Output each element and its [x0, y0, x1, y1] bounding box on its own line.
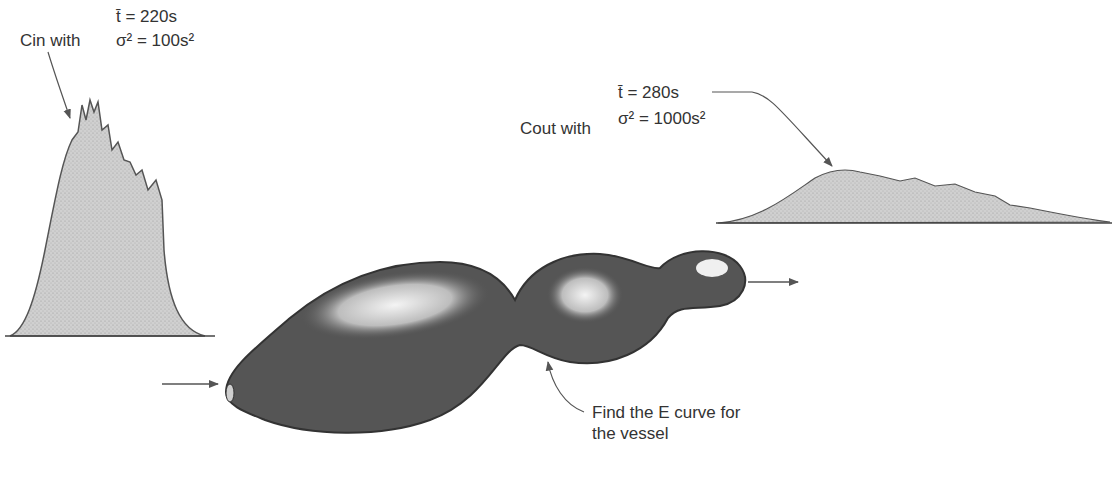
variance: σ² = 100s²	[116, 30, 194, 51]
leader-line	[712, 92, 832, 166]
leader-line	[48, 52, 70, 118]
variance: σ² = 1000s²	[618, 108, 706, 129]
leader-line	[548, 362, 584, 412]
mean-time: t̄ = 280s	[618, 82, 679, 103]
curve-label: Cin with	[20, 30, 80, 51]
note: Find the E curve for the vessel	[592, 402, 767, 445]
output-curve	[718, 170, 1110, 223]
input-curve	[10, 100, 205, 336]
flow-arrow	[162, 383, 218, 384]
mean-time: t̄ = 220s	[116, 6, 177, 27]
curve-label: Cout with	[520, 118, 591, 139]
flow-arrow	[748, 281, 798, 282]
